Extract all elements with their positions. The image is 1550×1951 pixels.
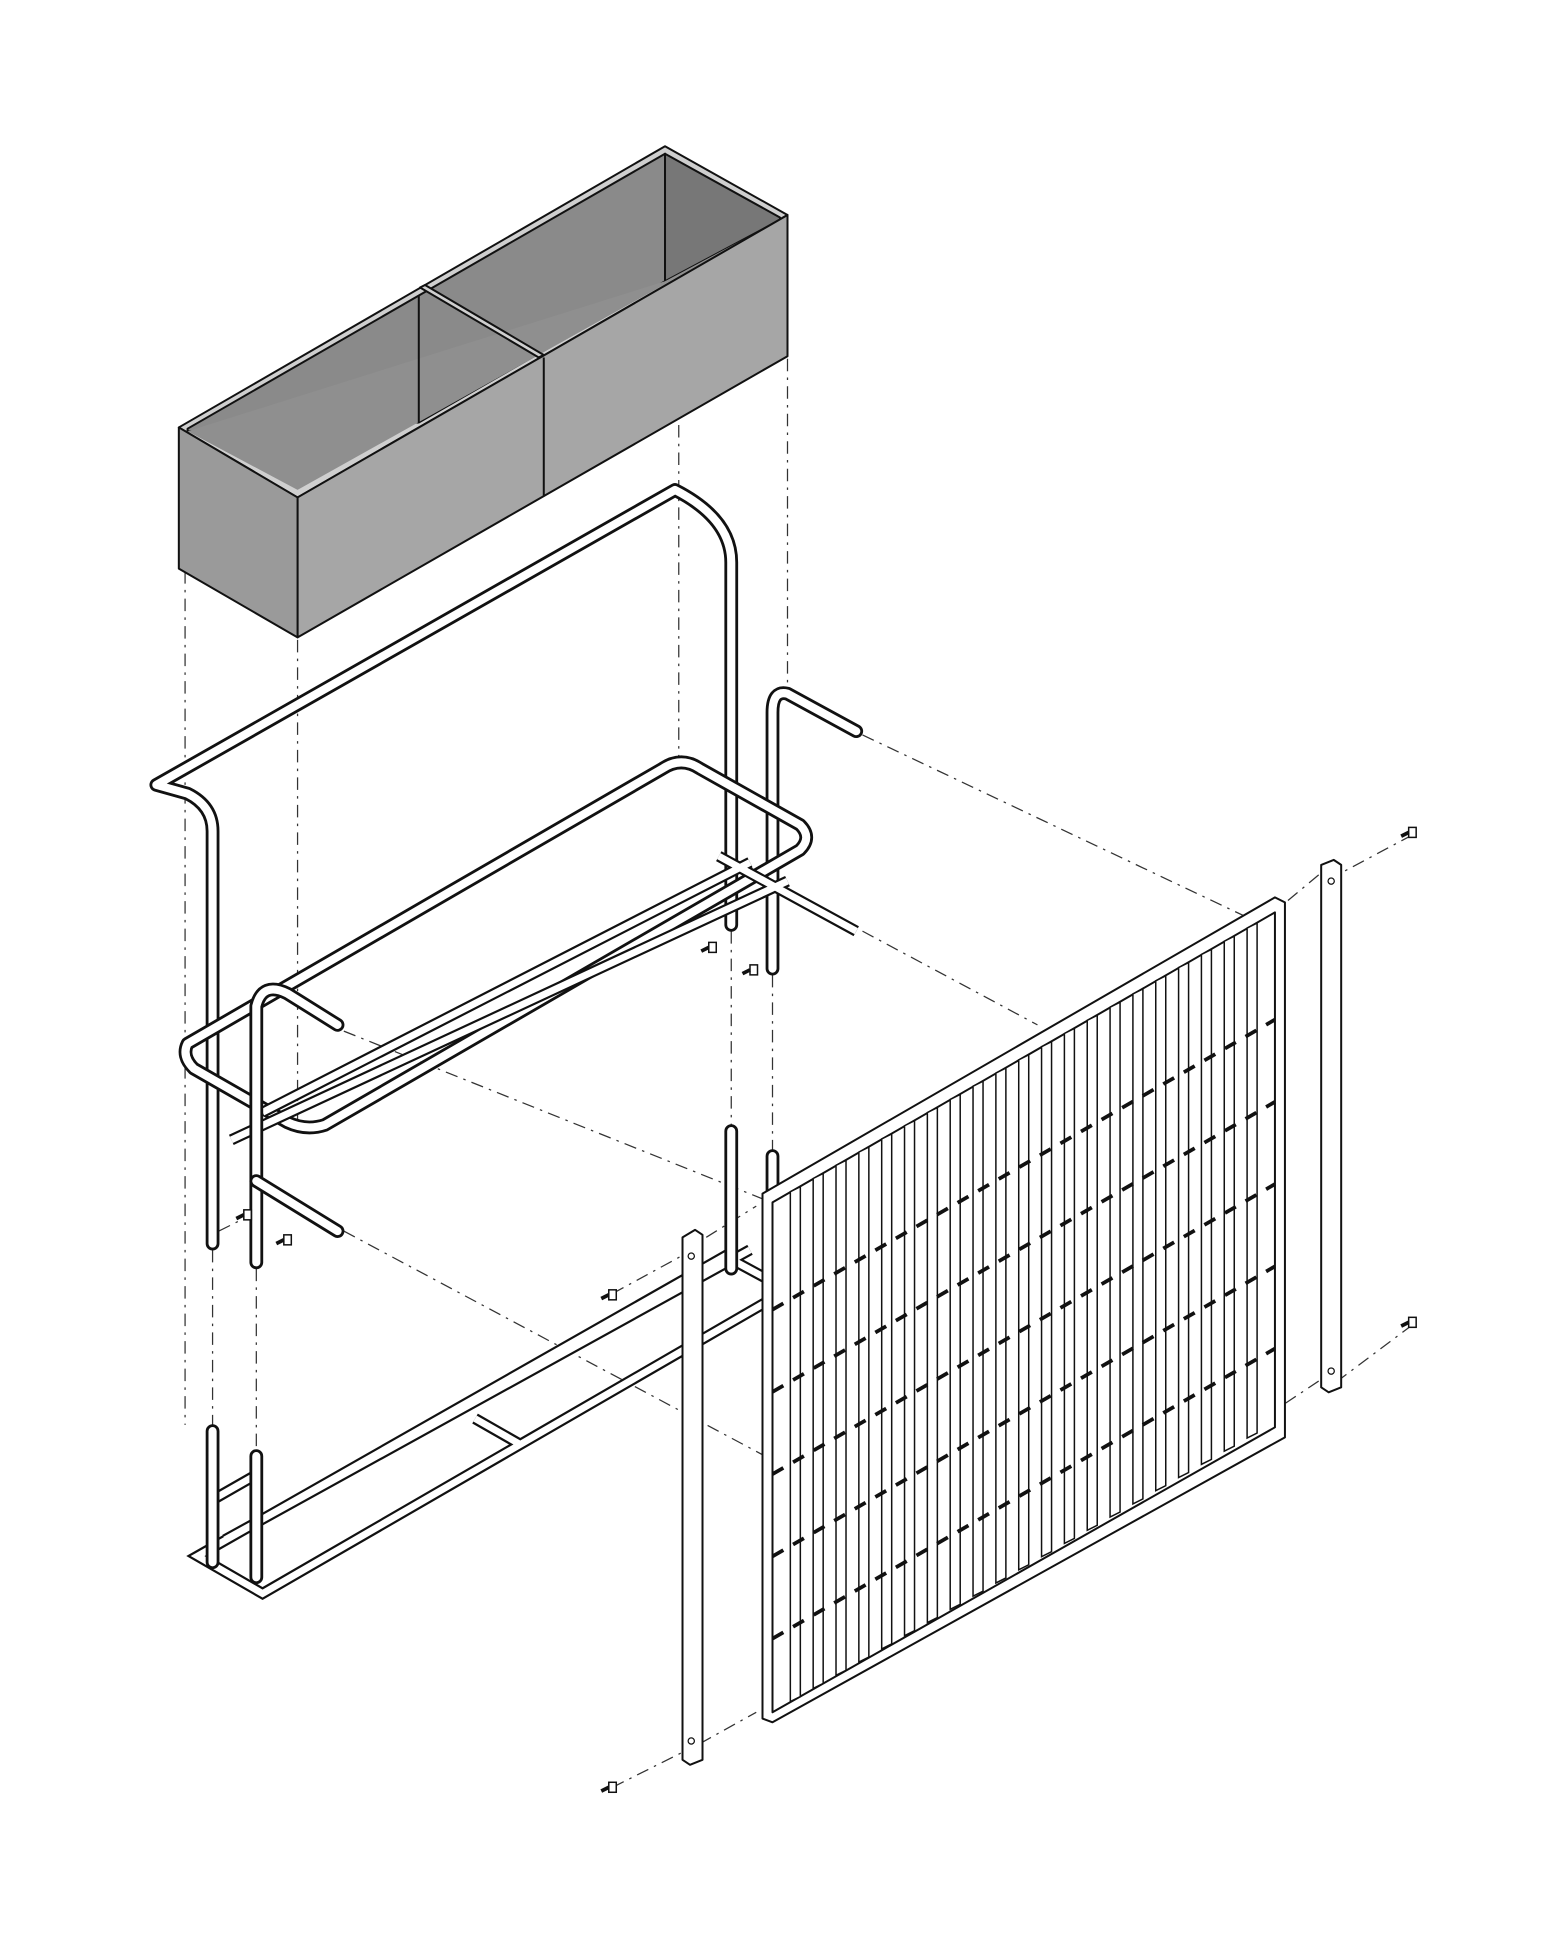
- grating-bar: [1200, 948, 1213, 1466]
- grating-bar: [1223, 935, 1236, 1453]
- grating-bar: [1063, 1027, 1076, 1545]
- grating-bar: [903, 1119, 916, 1637]
- planter-end-face: [177, 426, 299, 639]
- projection-lines: [184, 358, 1413, 1788]
- grating-bar: [995, 1066, 1007, 1585]
- grating-bar: [1086, 1014, 1098, 1532]
- grating-bar: [1040, 1040, 1053, 1558]
- planter-box: [177, 145, 789, 639]
- grating-bar: [812, 1172, 824, 1690]
- grating-bar: [1109, 1000, 1121, 1519]
- bolt: [235, 1209, 253, 1221]
- grating-bar: [1177, 961, 1190, 1479]
- grating-bar: [858, 1145, 870, 1664]
- grating-bar: [880, 1132, 893, 1651]
- grating-bar: [926, 1106, 939, 1624]
- front-support-tube: [249, 982, 345, 1270]
- grating-cross-rod: [771, 1018, 1276, 1312]
- grating-cross-rod: [771, 1182, 1276, 1476]
- bolt: [741, 964, 759, 976]
- grating-bar: [1154, 974, 1167, 1492]
- bolt: [1400, 1316, 1417, 1329]
- grating-bar: [1017, 1053, 1030, 1572]
- bolts: [235, 826, 1417, 1794]
- grating-bar: [949, 1093, 961, 1611]
- middle-tray-frame: [178, 755, 859, 1145]
- bolt: [700, 941, 718, 954]
- grating-cross-rod: [771, 1100, 1276, 1394]
- right-flat-bar: [1320, 858, 1343, 1394]
- grating-bar: [789, 1185, 802, 1703]
- grating-bar: [1246, 921, 1258, 1440]
- grating-cross-rod: [771, 1264, 1276, 1558]
- rear-hook-tube: [765, 686, 864, 976]
- left-flat-bar: [681, 1228, 704, 1766]
- grating-bar: [835, 1159, 847, 1677]
- grating-bar: [1132, 987, 1144, 1506]
- upper-tube-frame: [149, 483, 739, 1251]
- planter-inner-floor: [187, 219, 780, 490]
- grating-cross-rod: [771, 1346, 1276, 1641]
- grating-bar: [972, 1080, 984, 1598]
- bolt: [275, 1234, 293, 1246]
- grating-panel: [761, 896, 1286, 1724]
- bolt: [1400, 826, 1417, 839]
- bolt: [600, 1289, 618, 1301]
- bolt: [600, 1781, 618, 1794]
